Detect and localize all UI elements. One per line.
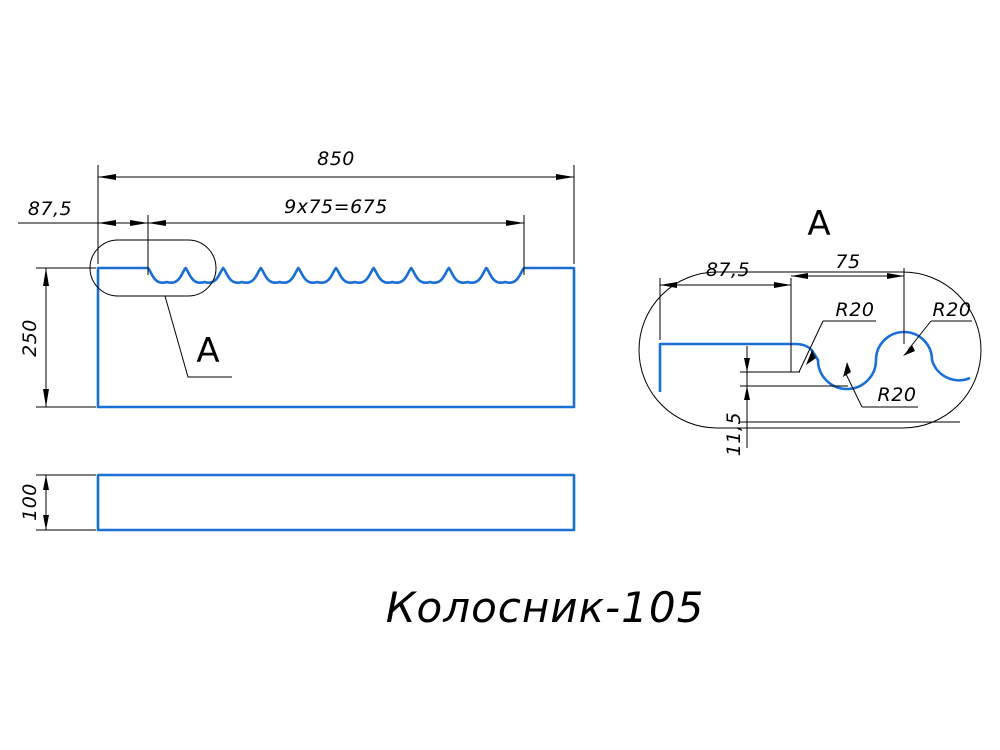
arrow-850-right	[556, 174, 574, 180]
detail-arrow-875-right	[774, 282, 791, 288]
arrow-250-bottom	[43, 389, 49, 407]
arrow-850-left	[98, 174, 116, 180]
dim-text-875: 87,5	[28, 198, 72, 220]
detail-view-title: A	[807, 204, 830, 244]
detail-view: A 87,5 75 R20 R20 R20	[638, 204, 982, 456]
arrow-250-top	[43, 268, 49, 286]
detail-part-outline	[658, 330, 971, 392]
detail-callout-outline	[89, 239, 217, 297]
detail-arrow-75-right	[887, 273, 904, 279]
detail-callout-leader	[164, 295, 232, 378]
detail-r20-leader-2-diag	[907, 320, 932, 351]
dim-text-250: 250	[19, 319, 41, 357]
detail-view-outline	[638, 271, 982, 429]
detail-dim-text-75: 75	[835, 251, 860, 273]
arrow-875-right	[130, 220, 148, 226]
main-part-wavy-edge	[146, 266, 526, 284]
dim-text-675: 9x75=675	[284, 196, 388, 218]
detail-arrow-depth-bottom	[744, 386, 750, 400]
detail-r20-leader-3-diag	[844, 371, 863, 408]
arrow-100-top	[43, 475, 49, 490]
detail-dim-text-depth: 11,5	[723, 412, 745, 456]
main-view: 850 87,5 9x75=675 250 A	[18, 148, 576, 409]
detail-arrow-r20-2	[903, 345, 915, 356]
side-view: 100	[19, 473, 576, 532]
dim-text-850: 850	[317, 148, 355, 170]
detail-dim-text-875: 87,5	[706, 259, 750, 281]
detail-arrow-875-left	[660, 282, 677, 288]
arrow-100-bottom	[43, 515, 49, 530]
detail-dim-text-r20-1: R20	[836, 299, 875, 321]
detail-r20-leader-1-diag	[798, 320, 824, 373]
detail-arrow-r20-1	[806, 350, 816, 365]
arrow-675-left	[148, 220, 166, 226]
detail-arrow-depth-top	[744, 358, 750, 372]
drawing-title: Колосник-105	[386, 583, 705, 632]
arrow-875-left	[98, 220, 116, 226]
detail-arrow-75-left	[791, 273, 808, 279]
detail-dim-text-r20-2: R20	[933, 299, 972, 321]
main-part-outline	[96, 266, 576, 409]
detail-arrow-r20-3	[843, 362, 851, 377]
detail-callout-label: A	[196, 331, 219, 371]
dim-text-100: 100	[19, 483, 41, 521]
side-part-outline	[96, 473, 576, 532]
detail-dim-text-r20-3: R20	[878, 384, 917, 406]
arrow-675-right	[506, 220, 524, 226]
